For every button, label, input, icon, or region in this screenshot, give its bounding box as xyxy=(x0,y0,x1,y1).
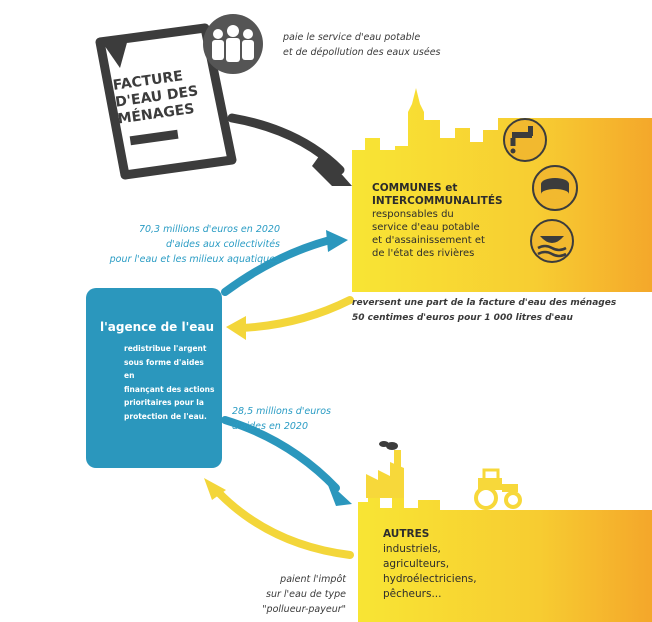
tractor-icon xyxy=(474,468,522,510)
note-paie: paie le service d'eau potable et de dépo… xyxy=(283,30,513,60)
communes-desc-1: responsables du xyxy=(372,209,454,220)
note-impot-line-3: "pollueur-payeur" xyxy=(262,604,346,615)
autres-title: AUTRES xyxy=(383,528,430,540)
note-aides-line-3: pour l'eau et les milieux aquatiques xyxy=(109,254,280,265)
agence-desc-2: sous forme d'aides en xyxy=(124,357,204,381)
communes-text: COMMUNES et INTERCOMMUNALITÉS responsabl… xyxy=(372,182,547,260)
note-aides-line-2: d'aides aux collectivités xyxy=(166,239,280,250)
arrowhead-facture xyxy=(312,152,352,186)
factory-icon xyxy=(366,441,404,498)
arrow-autres-to-agence xyxy=(214,488,354,559)
note-reversent-line-2: 50 centimes d'euros pour 1 000 litres d'… xyxy=(352,313,573,323)
arrow-agence-to-autres xyxy=(221,416,340,492)
note-impot-line-2: sur l'eau de type xyxy=(266,589,346,600)
arrowhead-yellow-top xyxy=(226,316,246,340)
communes-desc-3: et d'assainissement et xyxy=(372,235,485,246)
communes-skyline xyxy=(352,88,652,292)
river-fish-icon xyxy=(530,219,574,263)
autres-desc-2: agriculteurs, xyxy=(383,558,450,570)
facture-document xyxy=(95,23,237,180)
autres-desc-4: pêcheurs... xyxy=(383,588,442,600)
arrow-facture-to-communes xyxy=(227,113,345,175)
note-reversent: reversent une part de la facture d'eau d… xyxy=(352,296,652,326)
faucet-icon xyxy=(503,118,547,162)
note-aides-collectivites: 70,3 millions d'euros en 2020 d'aides au… xyxy=(30,222,280,267)
autres-desc-3: hydroélectriciens, xyxy=(383,573,477,585)
agence-desc: redistribue l'argent sous forme d'aides … xyxy=(124,342,216,423)
note-aides-2020-line-1: 28,5 millions d'euros xyxy=(232,406,331,417)
note-paie-line-2: et de dépollution des eaux usées xyxy=(283,47,441,58)
note-paie-line-1: paie le service d'eau potable xyxy=(283,32,421,43)
communes-desc-2: service d'eau potable xyxy=(372,222,480,233)
note-reversent-line-1: reversent une part de la facture d'eau d… xyxy=(352,298,617,308)
communes-title-1: COMMUNES et xyxy=(372,182,458,194)
autres-text: AUTRES industriels, agriculteurs, hydroé… xyxy=(383,527,503,602)
arrowhead-yellow-bottom xyxy=(204,478,226,500)
agence-title: l'agence de l'eau xyxy=(100,320,215,334)
note-aides-2020: 28,5 millions d'euros d'aides en 2020 xyxy=(232,404,392,434)
agence-desc-3: finançant des actions xyxy=(124,384,215,394)
note-impot-line-1: paient l'impôt xyxy=(280,574,346,585)
agence-desc-5: protection de l'eau. xyxy=(124,411,207,421)
sewer-pipe-icon xyxy=(532,165,578,211)
arrow-communes-to-agence xyxy=(238,296,354,332)
arrow-agence-to-communes xyxy=(221,236,334,296)
people-icon xyxy=(203,14,263,74)
agence-box xyxy=(86,288,222,468)
note-aides-line-1: 70,3 millions d'euros en 2020 xyxy=(138,224,280,235)
note-aides-2020-line-2: d'aides en 2020 xyxy=(232,421,309,432)
agence-desc-4: prioritaires pour la xyxy=(124,398,204,407)
autres-skyline xyxy=(358,496,652,622)
autres-desc-1: industriels, xyxy=(383,543,441,555)
arrowhead-blue-bottom xyxy=(326,480,352,506)
agence-desc-1: redistribue l'argent xyxy=(124,344,207,353)
arrowhead-blue-top xyxy=(326,230,348,252)
note-impot: paient l'impôt sur l'eau de type "pollue… xyxy=(200,572,346,617)
communes-title-2: INTERCOMMUNALITÉS xyxy=(372,195,503,207)
communes-desc-4: de l'état des rivières xyxy=(372,248,475,259)
